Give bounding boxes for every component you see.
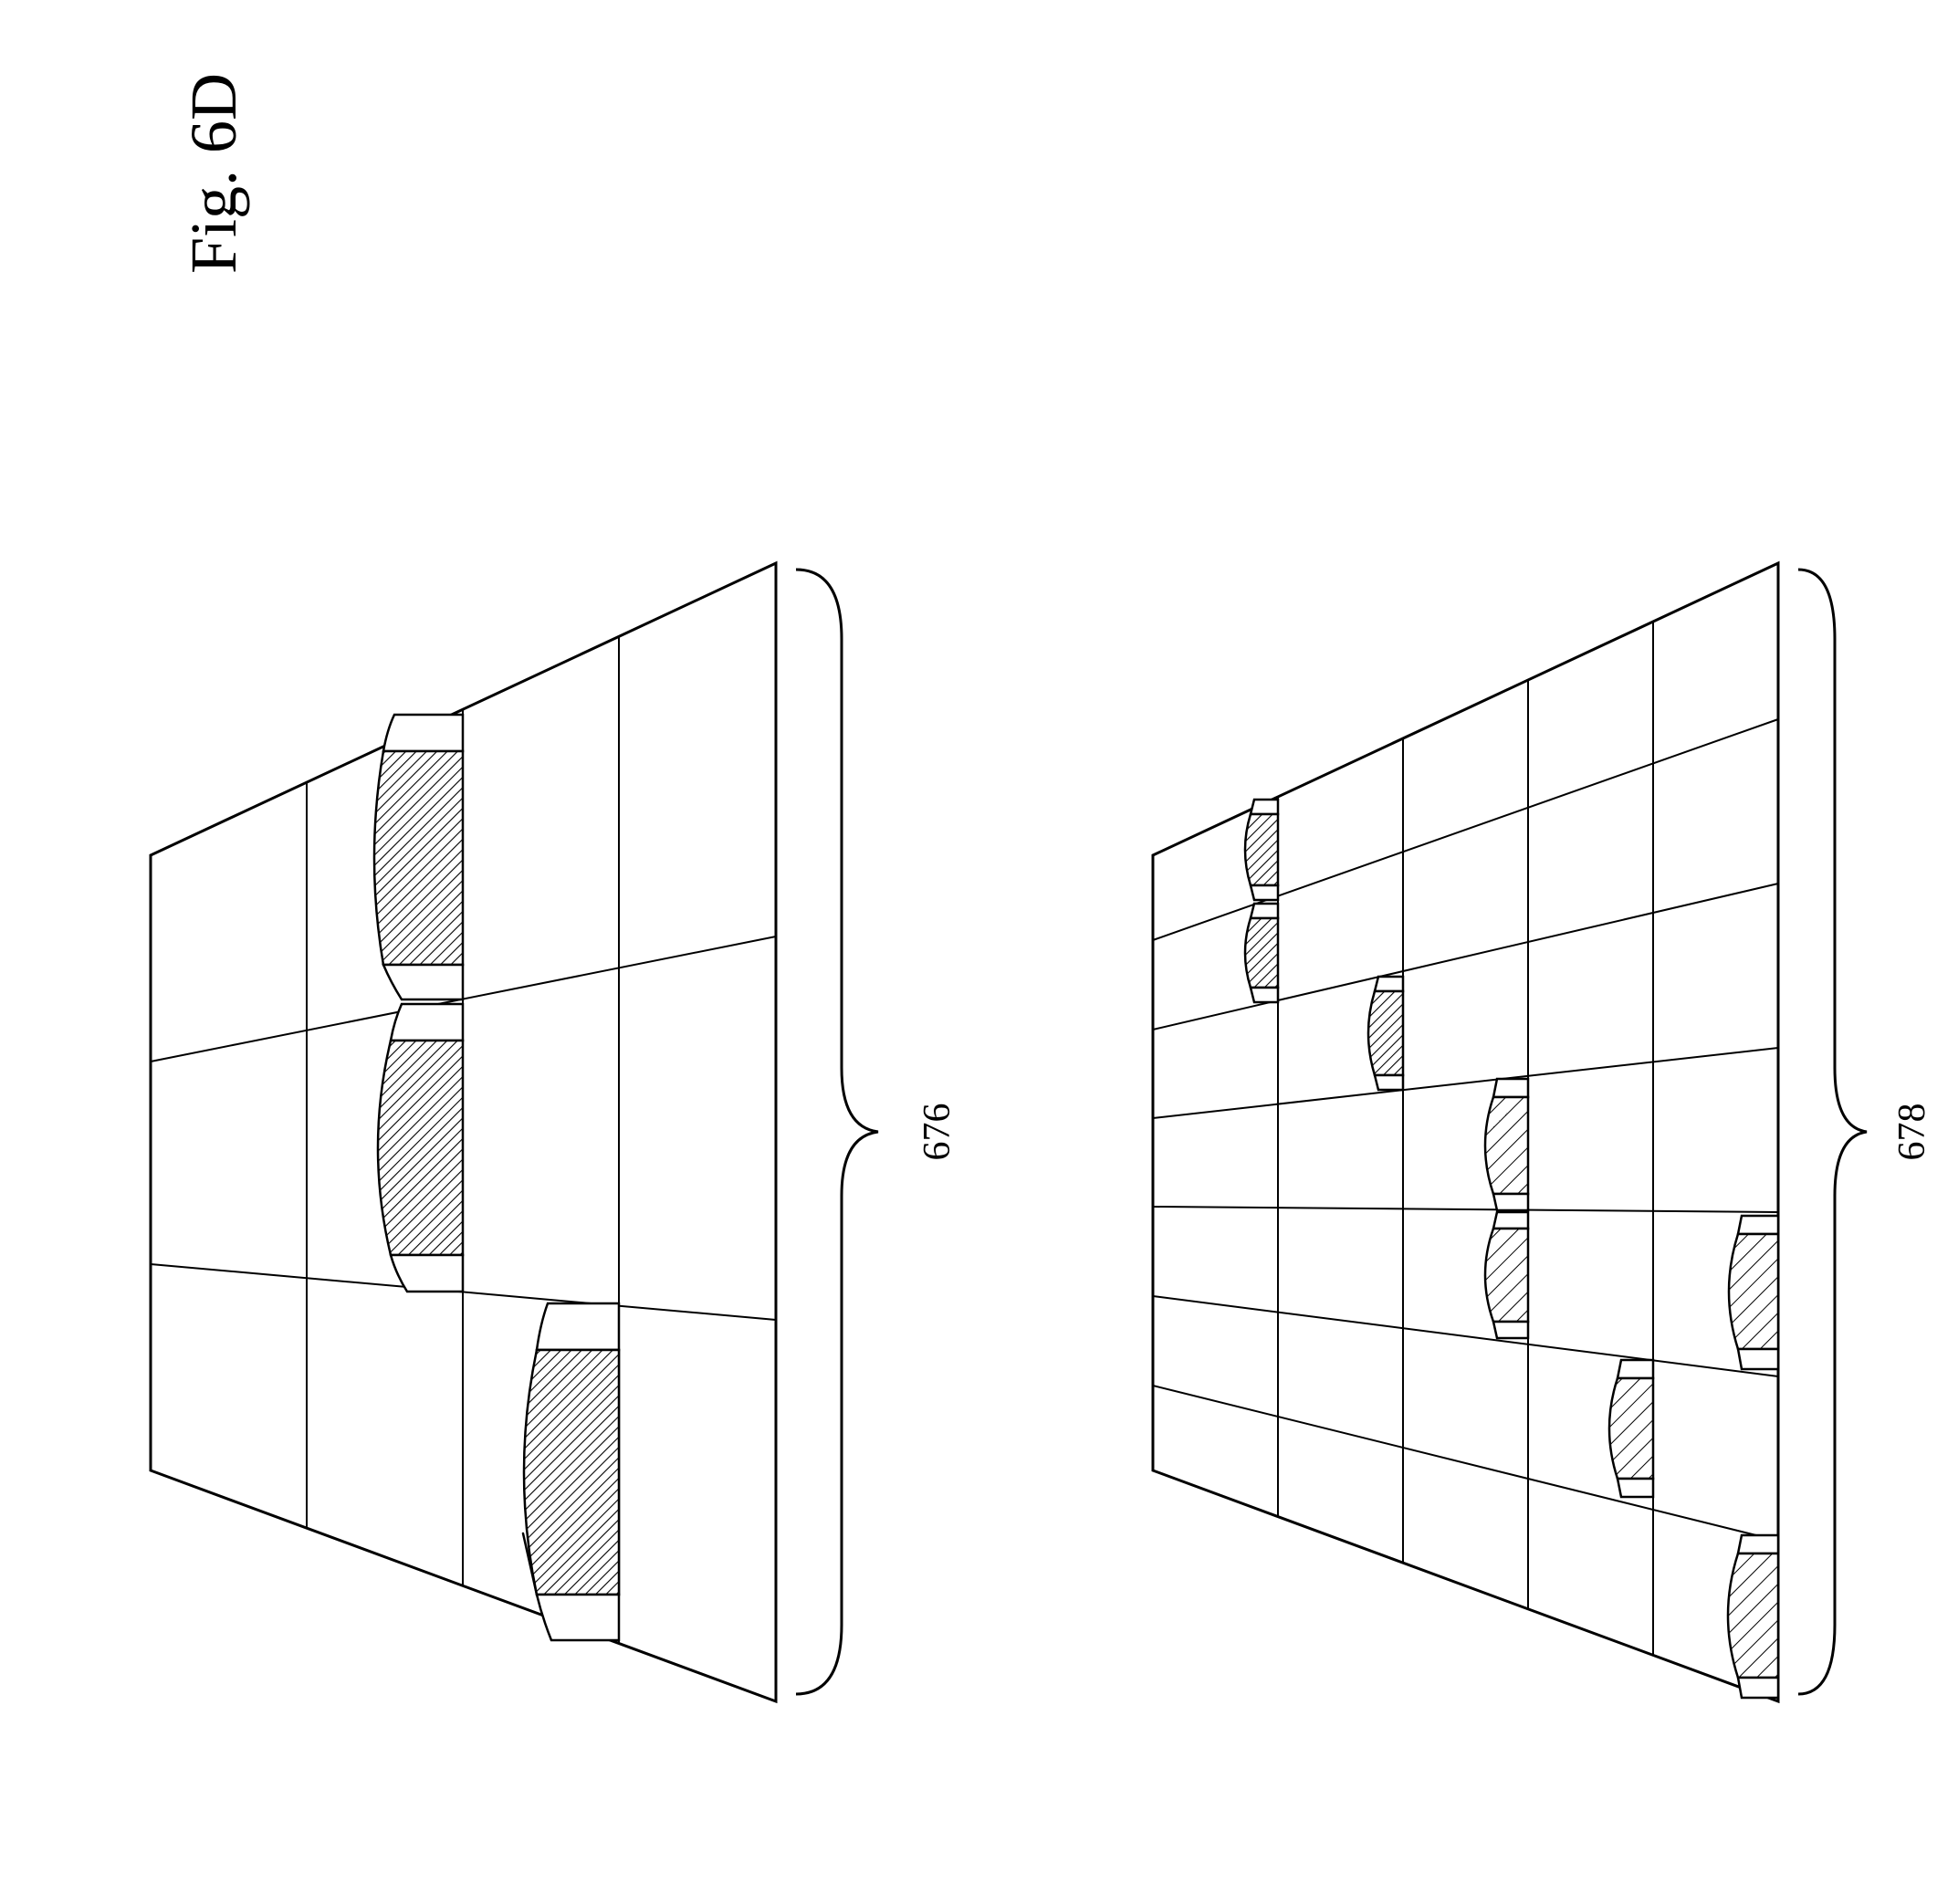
panel-676-block-3 bbox=[521, 1302, 621, 1642]
panel-678: 678 bbox=[1151, 560, 1933, 1704]
panel-678-block-6 bbox=[1607, 1358, 1655, 1499]
panel-678-block-1 bbox=[1243, 798, 1280, 902]
panel-676-outline bbox=[149, 560, 778, 1704]
panel-678-block-4 bbox=[1483, 1077, 1530, 1212]
reference-numeral-676: 676 bbox=[916, 1104, 958, 1161]
panel-676-block-1 bbox=[372, 713, 465, 1001]
reference-numeral-678: 678 bbox=[1891, 1104, 1933, 1161]
figure-title: Fig. 6D bbox=[177, 73, 250, 274]
panel-676-block-2 bbox=[376, 1002, 465, 1293]
panel-678-block-8 bbox=[1726, 1533, 1780, 1700]
panel-678-grid bbox=[1152, 622, 1779, 1655]
panel-678-brace bbox=[1797, 568, 1868, 1696]
panel-676: 676 bbox=[149, 560, 958, 1704]
panel-678-block-2 bbox=[1243, 902, 1280, 1004]
panel-678-block-7 bbox=[1727, 1214, 1780, 1371]
panel-676-brace bbox=[795, 568, 879, 1696]
panel-678-block-3 bbox=[1366, 975, 1405, 1092]
panel-678-outline bbox=[1151, 560, 1780, 1704]
panel-678-block-5 bbox=[1483, 1210, 1530, 1340]
